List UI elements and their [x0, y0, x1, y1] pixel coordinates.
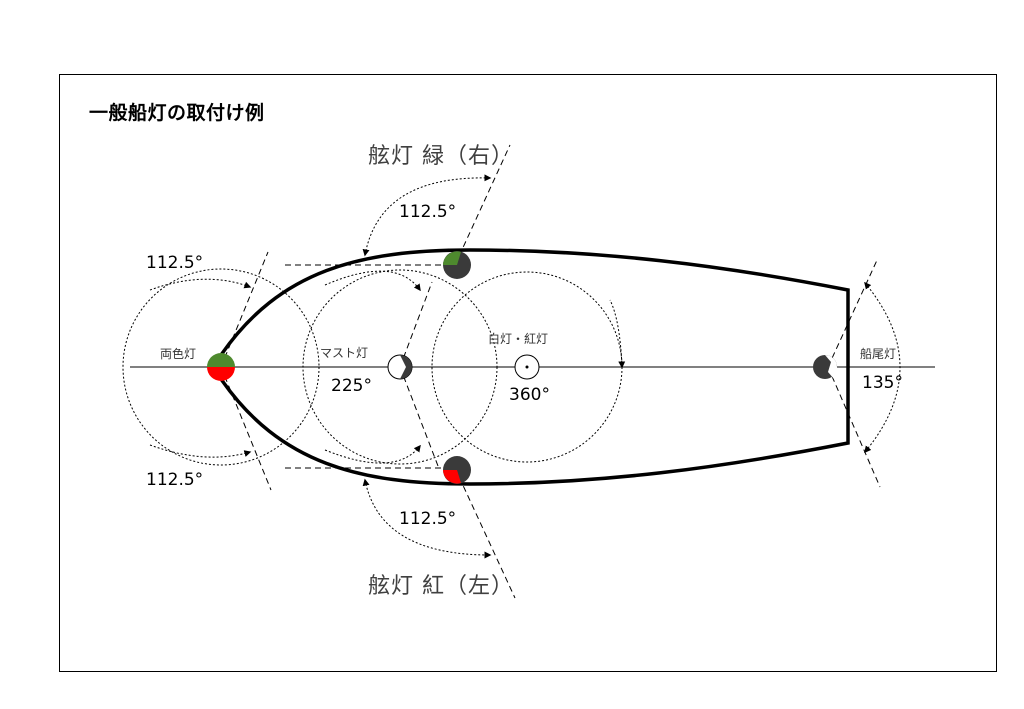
masthead-coverage-circle: [302, 269, 498, 465]
masthead-lower-arc: [324, 444, 421, 464]
pair-coverage-circle: [122, 268, 320, 466]
masthead-light: [387, 354, 413, 380]
masthead-label: マスト灯: [320, 346, 369, 360]
allround-arc: [609, 299, 626, 369]
pair-upper-arc: [149, 278, 252, 291]
pair-lower-arc: [149, 444, 252, 458]
stern-light: [813, 355, 838, 379]
port-angle: 112.5°: [399, 509, 457, 529]
masthead-arc: [324, 270, 421, 292]
pair-upper-boundary: [220, 251, 269, 368]
page-title: 一般船灯の取付け例: [89, 102, 265, 124]
hull-outline: [219, 248, 850, 486]
allround-light: [514, 354, 540, 380]
port-light: [443, 456, 471, 484]
diagram-frame: [59, 74, 997, 672]
stern-lower-boundary: [827, 366, 881, 488]
sidelight-pair-light: [207, 353, 235, 381]
starboard-light: [443, 251, 471, 279]
masthead-upper-boundary: [399, 281, 433, 368]
stern-arc: [864, 281, 901, 454]
port-light-label: 舷灯 紅（左）: [368, 574, 514, 599]
starboard-light-label: 舷灯 緑（右）: [368, 144, 514, 169]
allround-angle: 360°: [509, 385, 550, 405]
pair-upper-angle: 112.5°: [146, 253, 204, 273]
pair-lower-angle: 112.5°: [146, 470, 204, 490]
port-arc: [362, 478, 492, 559]
stern-label: 船尾灯: [860, 347, 897, 361]
allround-label: 白灯・紅灯: [488, 332, 549, 346]
masthead-lower-boundary: [399, 366, 439, 467]
stern-angle: 135°: [862, 373, 903, 393]
sidelight-pair-label: 両色灯: [160, 347, 197, 361]
masthead-angle: 225°: [331, 376, 372, 396]
starboard-arc: [362, 174, 492, 257]
starboard-angle: 112.5°: [399, 202, 457, 222]
